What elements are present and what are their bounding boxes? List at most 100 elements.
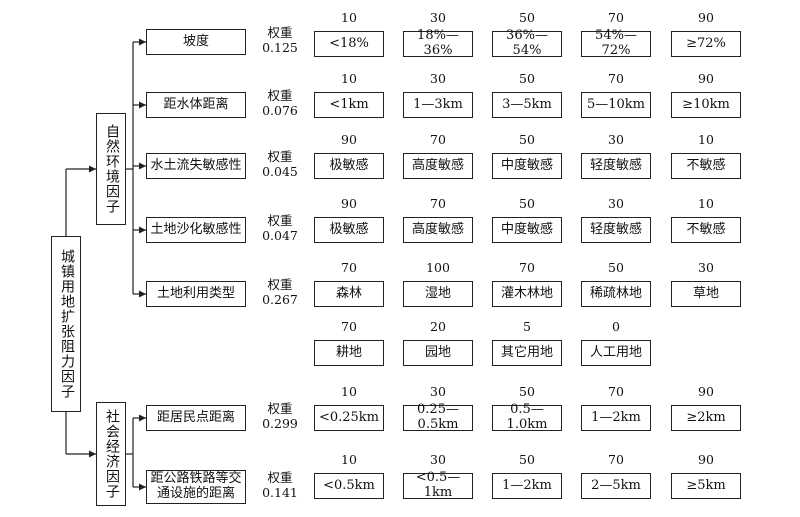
class-box: 2—5km bbox=[581, 473, 651, 499]
class-box: 森林 bbox=[314, 281, 384, 307]
weight-label: 权重 bbox=[267, 213, 293, 228]
weight-label: 权重 bbox=[267, 401, 293, 416]
class-score: 30 bbox=[430, 452, 446, 467]
arrowhead bbox=[139, 101, 146, 109]
class-box: 54%—72% bbox=[581, 28, 651, 58]
class-box: ≥2km bbox=[671, 405, 741, 431]
weight-value: 0.047 bbox=[262, 228, 298, 243]
class-score: 90 bbox=[698, 452, 714, 467]
class-box: <1km bbox=[314, 92, 384, 118]
weight-label: 权重 bbox=[267, 277, 293, 292]
class-box: 灌木林地 bbox=[492, 281, 562, 307]
factor-box: 水土流失敏感性 bbox=[146, 153, 246, 179]
class-score: 10 bbox=[698, 196, 714, 211]
class-score: 70 bbox=[430, 132, 446, 147]
root-factor-box: 城镇用地扩张阻力因子 bbox=[51, 236, 81, 412]
class-box: 中度敏感 bbox=[492, 153, 562, 179]
class-score: 50 bbox=[519, 132, 535, 147]
class-score: 10 bbox=[341, 71, 357, 86]
arrowhead bbox=[89, 165, 96, 173]
group-box: 社会经济因子 bbox=[96, 402, 126, 506]
weight-value: 0.141 bbox=[262, 485, 298, 500]
class-score: 30 bbox=[608, 196, 624, 211]
class-box: 稀疏林地 bbox=[581, 281, 651, 307]
weight-value: 0.076 bbox=[262, 103, 298, 118]
class-box: 3—5km bbox=[492, 92, 562, 118]
class-score: 50 bbox=[519, 384, 535, 399]
weight-label: 权重 bbox=[267, 470, 293, 485]
class-box: 36%—54% bbox=[492, 28, 562, 58]
class-box: 中度敏感 bbox=[492, 217, 562, 243]
class-box: 人工用地 bbox=[581, 340, 651, 366]
class-score: 10 bbox=[341, 10, 357, 25]
class-score: 30 bbox=[608, 132, 624, 147]
class-score: 90 bbox=[698, 10, 714, 25]
class-score: 90 bbox=[341, 132, 357, 147]
class-score: 90 bbox=[341, 196, 357, 211]
class-box: ≥5km bbox=[671, 473, 741, 499]
class-score: 70 bbox=[608, 452, 624, 467]
class-score: 70 bbox=[608, 10, 624, 25]
class-box: 极敏感 bbox=[314, 153, 384, 179]
class-score: 50 bbox=[608, 260, 624, 275]
class-score: 10 bbox=[698, 132, 714, 147]
class-score: 0 bbox=[612, 319, 620, 334]
class-box: 草地 bbox=[671, 281, 741, 307]
class-score: 70 bbox=[341, 319, 357, 334]
class-box: 其它用地 bbox=[492, 340, 562, 366]
arrowhead bbox=[139, 226, 146, 234]
class-box: 1—2km bbox=[581, 405, 651, 431]
class-box: ≥72% bbox=[671, 31, 741, 57]
class-box: ≥10km bbox=[671, 92, 741, 118]
class-box: 不敏感 bbox=[671, 153, 741, 179]
weight-label: 权重 bbox=[267, 149, 293, 164]
class-score: 100 bbox=[426, 260, 450, 275]
arrowhead bbox=[139, 38, 146, 46]
class-score: 30 bbox=[430, 384, 446, 399]
class-score: 30 bbox=[430, 10, 446, 25]
class-score: 70 bbox=[608, 71, 624, 86]
factor-box: 距公路铁路等交通设施的距离 bbox=[146, 470, 246, 504]
class-box: 湿地 bbox=[403, 281, 473, 307]
class-box: 极敏感 bbox=[314, 217, 384, 243]
class-box: 高度敏感 bbox=[403, 217, 473, 243]
class-box: 园地 bbox=[403, 340, 473, 366]
class-box: 耕地 bbox=[314, 340, 384, 366]
class-box: 不敏感 bbox=[671, 217, 741, 243]
class-box: <0.5—1km bbox=[403, 470, 473, 500]
class-score: 50 bbox=[519, 71, 535, 86]
weight-value: 0.045 bbox=[262, 164, 298, 179]
class-box: 高度敏感 bbox=[403, 153, 473, 179]
class-score: 50 bbox=[519, 196, 535, 211]
class-score: 90 bbox=[698, 71, 714, 86]
weight-value: 0.267 bbox=[262, 292, 298, 307]
class-score: 10 bbox=[341, 452, 357, 467]
factor-box: 土地沙化敏感性 bbox=[146, 217, 246, 243]
class-box: <18% bbox=[314, 31, 384, 57]
class-score: 90 bbox=[698, 384, 714, 399]
factor-box: 坡度 bbox=[146, 29, 246, 55]
class-box: <0.5km bbox=[314, 473, 384, 499]
class-score: 20 bbox=[430, 319, 446, 334]
class-box: 0.25—0.5km bbox=[403, 402, 473, 432]
class-score: 5 bbox=[523, 319, 531, 334]
class-score: 70 bbox=[519, 260, 535, 275]
class-box: 轻度敏感 bbox=[581, 153, 651, 179]
class-box: 1—3km bbox=[403, 92, 473, 118]
class-score: 50 bbox=[519, 10, 535, 25]
group-box: 自然环境因子 bbox=[96, 113, 126, 225]
class-score: 70 bbox=[341, 260, 357, 275]
class-score: 10 bbox=[341, 384, 357, 399]
arrowhead bbox=[139, 483, 146, 491]
arrowhead bbox=[139, 290, 146, 298]
factor-box: 距水体距离 bbox=[146, 92, 246, 118]
class-box: <0.25km bbox=[314, 405, 384, 431]
class-box: 5—10km bbox=[581, 92, 651, 118]
class-score: 30 bbox=[698, 260, 714, 275]
weight-value: 0.125 bbox=[262, 40, 298, 55]
arrowhead bbox=[139, 414, 146, 422]
arrowhead bbox=[139, 162, 146, 170]
class-box: 0.5—1.0km bbox=[492, 402, 562, 432]
weight-value: 0.299 bbox=[262, 416, 298, 431]
